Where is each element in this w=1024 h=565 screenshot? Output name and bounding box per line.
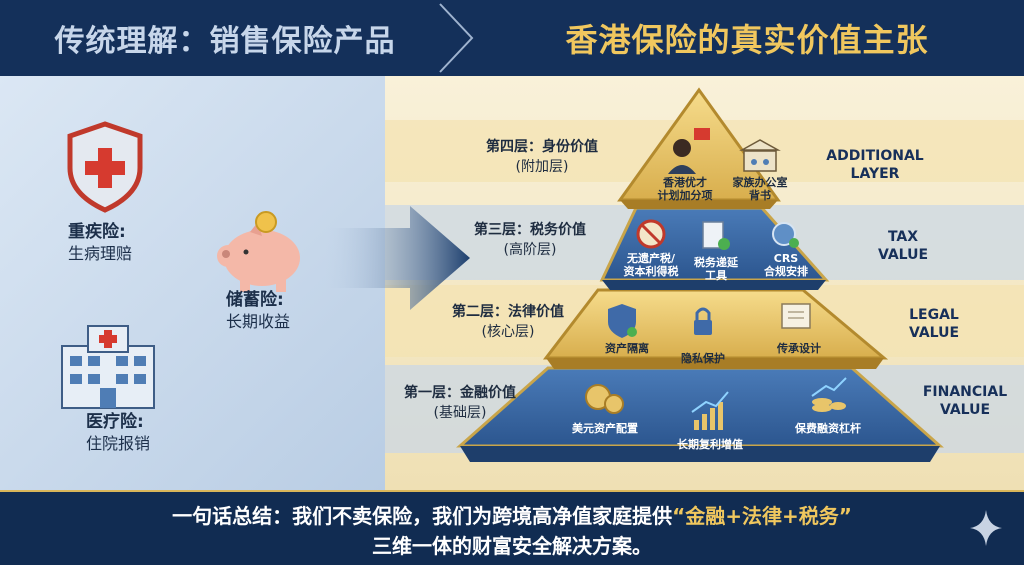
document-check-icon: [702, 221, 730, 250]
medical-label: 医疗险:住院报销: [86, 412, 151, 453]
tier3-item-no-tax: 无遗产税/资本利得税: [623, 252, 679, 278]
tier2-item-succession: 传承设计: [777, 342, 821, 355]
shield-cross-icon: [67, 121, 143, 213]
header-bar: 传统理解：销售保险产品 香港保险的真实价值主张: [0, 0, 1024, 76]
tier1-item-usd: 美元资产配置: [572, 422, 638, 435]
bank-building-icon: [739, 139, 781, 172]
right-title: 香港保险的真实价值主张: [565, 21, 929, 59]
sparkle-icon: [970, 510, 1002, 546]
flow-arrow-icon: [325, 206, 470, 310]
tier1-item-leverage: 保费融资杠杆: [795, 422, 861, 435]
tier3-item-deferral: 税务递延工具: [694, 256, 738, 282]
tier2-item-privacy: 隐私保护: [681, 352, 725, 365]
hospital-icon: [61, 325, 155, 409]
tier2-label: 第二层：法律价值(核心层): [452, 304, 564, 340]
lock-icon: [694, 307, 712, 335]
tier4-label: 第四层：身份价值(附加层): [486, 139, 598, 175]
growth-chart-icon: [691, 391, 729, 430]
left-panel: [0, 76, 385, 490]
crs-globe-icon: [772, 222, 799, 248]
critical-illness-label: 重疾险:生病理赔: [68, 222, 133, 263]
tier1-item-compound: 长期复利增值: [677, 438, 743, 451]
footer-summary: 一句话总结：我们不卖保险，我们为跨境高净值家庭提供“金融+法律+税务” 三维一体…: [0, 490, 1024, 565]
coins-chart-icon: [811, 377, 847, 412]
header-chevron-icon: [439, 3, 474, 73]
tier4-item-talent: 香港优才计划加分项: [657, 176, 713, 202]
person-flag-icon: [668, 128, 710, 174]
left-title: 传统理解：销售保险产品: [54, 24, 396, 59]
dollar-coins-icon: [585, 384, 624, 414]
pyramid-tier4-shape: [617, 87, 781, 209]
tier2-item-isolation: 资产隔离: [605, 342, 649, 355]
tier4-item-family-office: 家族办公室背书: [732, 176, 788, 202]
piggy-bank-icon: [217, 211, 300, 292]
tier3-label: 第三层：税务价值(高阶层): [474, 222, 586, 258]
tier1-label: 第一层：金融价值(基础层): [404, 385, 516, 421]
footer-line2: 三维一体的财富安全解决方案。: [372, 534, 652, 558]
savings-label: 储蓄险:长期收益: [226, 290, 291, 331]
no-tax-icon: [636, 219, 666, 249]
shield-star-icon: [608, 304, 637, 338]
footer-line1: 一句话总结：我们不卖保险，我们为跨境高净值家庭提供“金融+法律+税务”: [172, 504, 852, 528]
certificate-icon: [781, 303, 811, 329]
